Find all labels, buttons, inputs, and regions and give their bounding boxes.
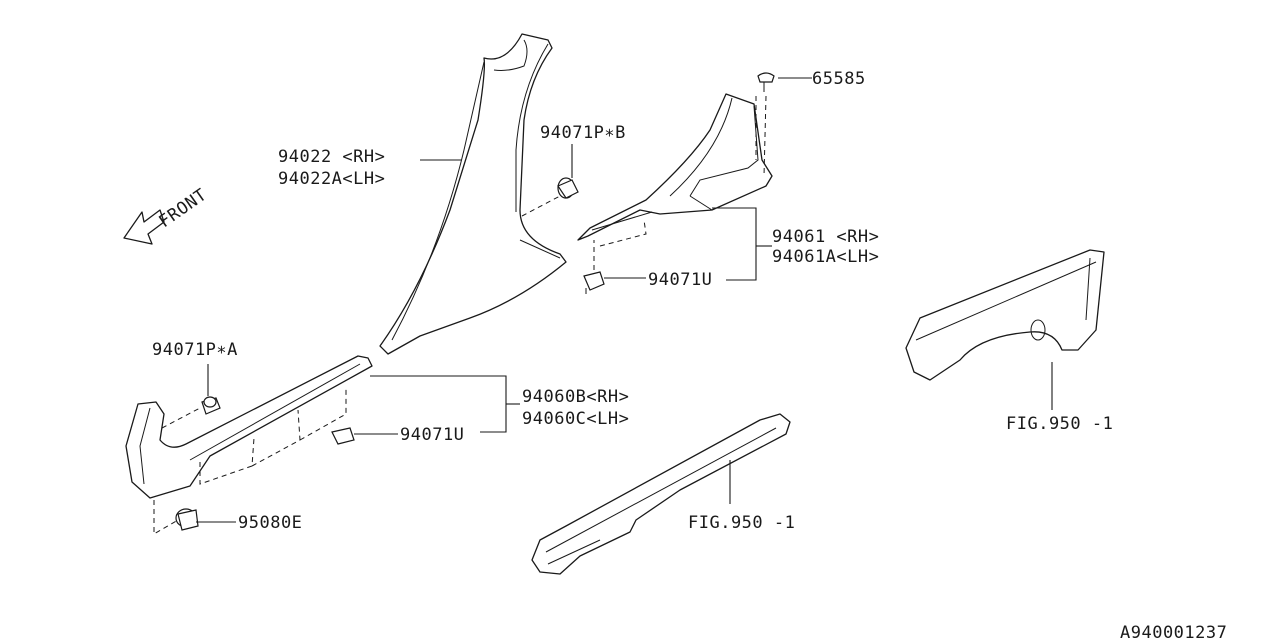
clip-94071u-upper [583, 271, 605, 294]
pillar-trim-94022 [379, 33, 567, 355]
label-fig950-center: FIG.950 -1 [688, 513, 795, 533]
front-arrow-icon [123, 209, 165, 245]
label-94071u-lower: 94071U [400, 425, 464, 445]
label-94022-rh: 94022 <RH> [278, 147, 385, 167]
label-94061-rh: 94061 <RH> [772, 227, 879, 247]
label-94061a-lh: 94061A<LH> [772, 247, 879, 267]
wheel-arch-fig950-right [905, 249, 1105, 381]
label-65585: 65585 [812, 69, 866, 89]
sill-trim-94060 [125, 355, 373, 499]
diagram-id: A940001237 [1120, 623, 1227, 640]
label-94060c-lh: 94060C<LH> [522, 409, 629, 429]
label-94060b-rh: 94060B<RH> [522, 387, 629, 407]
label-94022a-lh: 94022A<LH> [278, 169, 385, 189]
clip-65585 [757, 72, 775, 92]
plug-95080e [175, 508, 199, 531]
clip-94071pa [201, 396, 221, 415]
clip-94071u-lower [331, 427, 355, 445]
label-94071pb: 94071P∗B [540, 123, 626, 143]
label-94071u-upper: 94071U [648, 270, 712, 290]
rear-trim-94061 [577, 93, 773, 241]
label-95080e: 95080E [238, 513, 302, 533]
label-94071pa: 94071P∗A [152, 340, 238, 360]
front-label: FRONT [155, 185, 210, 232]
floor-panel-fig950-center [531, 413, 791, 575]
label-fig950-right: FIG.950 -1 [1006, 414, 1113, 434]
clip-94071pb [557, 177, 579, 199]
